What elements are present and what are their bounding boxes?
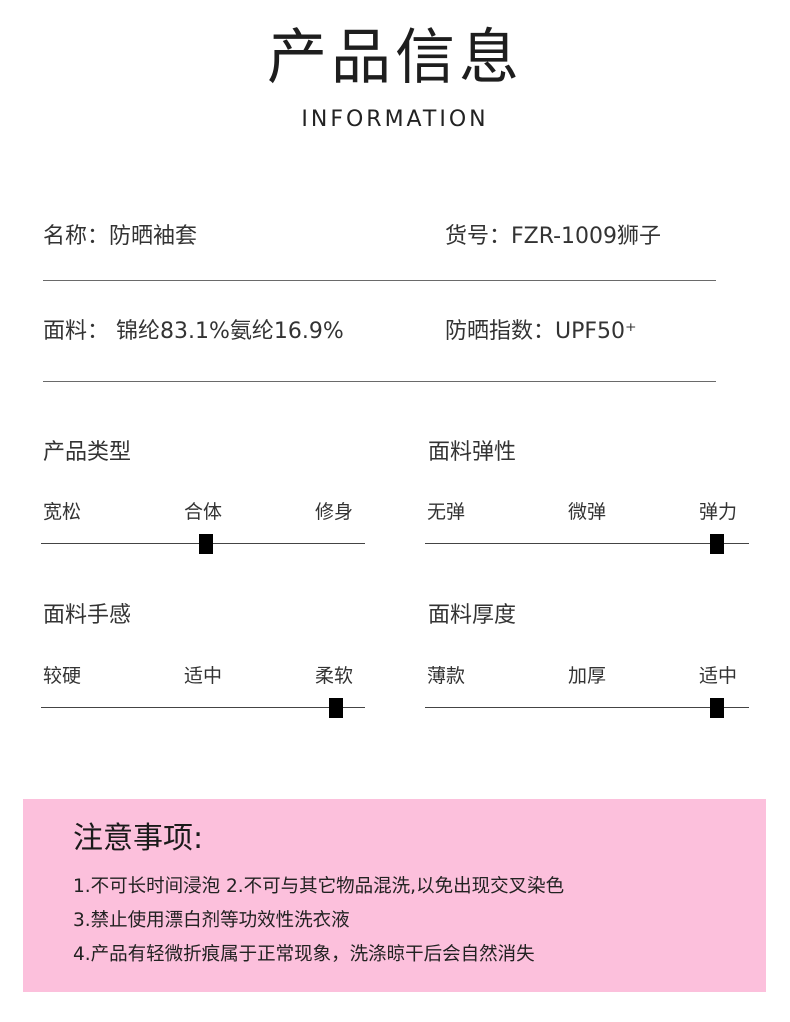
scale-track: [41, 707, 365, 708]
scale-title-elasticity: 面料弹性: [428, 440, 517, 465]
product-name: 名称：防晒袖套: [43, 224, 198, 249]
page-subtitle: INFORMATION: [301, 107, 489, 132]
divider: [43, 381, 716, 382]
scale-elasticity: 无弹 微弹 弹力: [425, 499, 749, 554]
scale-type: 宽松 合体 修身: [41, 499, 365, 554]
care-note-item: 4.产品有轻微折痕属于正常现象，洗涤晾干后会自然消失: [73, 944, 535, 965]
care-notes-panel: 注意事项: 1.不可长时间浸泡 2.不可与其它物品混洗,以免出现交叉染色 3.禁…: [23, 799, 766, 992]
scale-label-right: 适中: [698, 665, 737, 687]
scale-label-right: 修身: [314, 501, 353, 523]
scale-hand-feel: 较硬 适中 柔软: [41, 663, 365, 718]
care-note-item: 1.不可长时间浸泡 2.不可与其它物品混洗,以免出现交叉染色: [73, 876, 565, 897]
scale-thickness: 薄款 加厚 适中: [425, 663, 749, 718]
scale-track: [425, 707, 749, 708]
scale-label-right: 弹力: [698, 501, 737, 523]
care-notes-title: 注意事项:: [73, 821, 204, 856]
scale-marker: [709, 534, 724, 554]
scale-label-left: 薄款: [427, 665, 466, 687]
scale-label-center: 微弹: [567, 501, 607, 523]
scale-label-left: 无弹: [427, 501, 466, 523]
care-note-item: 3.禁止使用漂白剂等功效性洗衣液: [73, 910, 350, 931]
scale-label-left: 较硬: [43, 665, 82, 687]
scale-title-hand-feel: 面料手感: [43, 603, 132, 628]
scale-label-center: 加厚: [567, 665, 607, 687]
page-title: 产品信息: [267, 23, 523, 93]
scale-track: [425, 543, 749, 544]
scale-label-left: 宽松: [43, 501, 82, 523]
scale-label-center: 适中: [183, 665, 223, 687]
product-upf: 防晒指数：UPF50⁺: [445, 319, 637, 344]
scale-label-right: 柔软: [314, 665, 353, 687]
scale-title-thickness: 面料厚度: [428, 603, 517, 628]
scale-marker: [709, 698, 724, 718]
scale-label-center: 合体: [183, 501, 223, 523]
scale-marker: [328, 698, 343, 718]
scale-title-type: 产品类型: [43, 440, 132, 465]
divider: [43, 280, 716, 281]
product-code: 货号：FZR-1009狮子: [445, 224, 662, 249]
scale-marker: [199, 534, 214, 554]
product-fabric: 面料： 锦纶83.1%氨纶16.9%: [43, 319, 344, 344]
